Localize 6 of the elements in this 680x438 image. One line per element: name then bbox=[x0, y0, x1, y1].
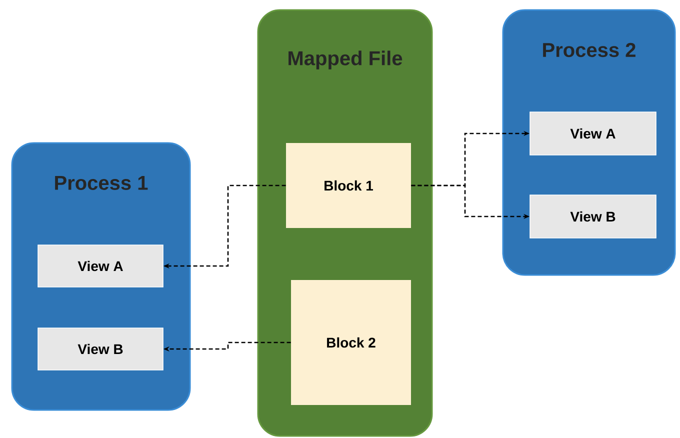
block-box: Block 1 bbox=[286, 142, 411, 228]
view-box: View A bbox=[530, 112, 656, 156]
block-box: Block 2 bbox=[291, 280, 411, 405]
view-box: View A bbox=[38, 244, 164, 288]
view-box: View B bbox=[38, 328, 164, 370]
view-box: View B bbox=[530, 194, 656, 238]
